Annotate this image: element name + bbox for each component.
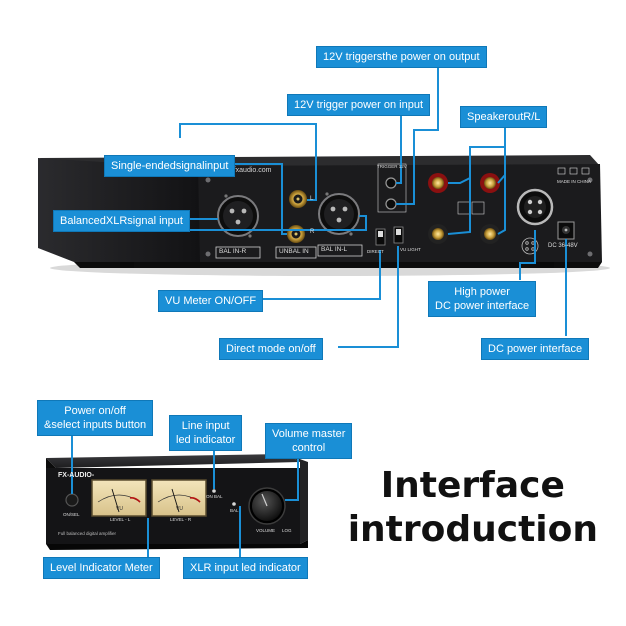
callout-volume-line1: Volume master xyxy=(272,428,346,440)
xlr-input-led xyxy=(232,502,236,506)
channel-l-label: L xyxy=(310,196,314,202)
speaker-post-l-plus xyxy=(480,173,500,193)
front-subtitle: Full balanced digital amplifier xyxy=(58,531,117,536)
on-bal-label: ON BAL xyxy=(206,494,223,499)
xlr-connector-l xyxy=(318,192,360,236)
callout-line-input-line2: led indicator xyxy=(176,434,236,446)
svg-text:VU: VU xyxy=(116,506,123,512)
vu-light-label: VU LIGHT xyxy=(400,247,421,252)
headline-line2: introduction xyxy=(347,509,598,550)
bal-in-r-label: BAL IN-R xyxy=(219,248,247,255)
screw xyxy=(587,177,593,183)
callout-trigger-output: 12V triggersthe power on output xyxy=(316,46,487,68)
callout-volume-line2: control xyxy=(292,442,326,454)
callout-speaker-out: SpeakeroutR/L xyxy=(460,106,548,128)
callout-single-ended: Single-endedsignalinput xyxy=(104,155,236,177)
volume-label: VOLUME xyxy=(256,528,276,533)
level-r-label: LEVEL - R xyxy=(170,517,192,522)
leader-lines xyxy=(71,68,567,557)
vu-meter-left: VU xyxy=(91,479,147,517)
device-foot xyxy=(540,262,554,268)
volume-knob xyxy=(248,487,286,525)
callout-dc-power: DC power interface xyxy=(481,338,590,360)
front-device-top xyxy=(46,454,300,468)
screw xyxy=(587,251,593,257)
front-device-right-side xyxy=(286,454,308,544)
bal-in-l-label: BAL IN-L xyxy=(321,246,348,253)
headline-line1: Interface xyxy=(380,465,565,506)
screw xyxy=(205,177,211,183)
callout-power-line2: &select inputs button xyxy=(44,419,147,431)
speaker-post-r-minus xyxy=(428,224,448,244)
level-l-label: LEVEL - L xyxy=(110,517,131,522)
callout-vu-meter: VU Meter ON/OFF xyxy=(158,290,264,312)
device-foot xyxy=(120,262,134,268)
vu-light-switch xyxy=(393,226,404,244)
high-power-dc-connector xyxy=(516,188,554,226)
callout-level-meter: Level Indicator Meter xyxy=(43,557,160,579)
rca-jack-upper xyxy=(289,190,307,208)
log-label: LOG xyxy=(282,528,292,533)
callout-high-power-dc: High power DC power interface xyxy=(428,281,537,317)
callout-power-button: Power on/off &select inputs button xyxy=(37,400,154,436)
speaker-post-r-plus xyxy=(428,173,448,193)
headline: Interface introduction xyxy=(348,464,598,552)
line-input-led xyxy=(212,489,216,493)
direct-switch xyxy=(375,228,386,246)
xlr-connector-r xyxy=(217,194,259,238)
vu-meter-right: VU xyxy=(151,479,207,517)
callout-power-line1: Power on/off xyxy=(64,405,126,417)
callout-trigger-input: 12V trigger power on input xyxy=(287,94,431,116)
dc-barrel-jack xyxy=(557,221,575,240)
channel-r-label: R xyxy=(310,229,315,235)
trigger-in-jack xyxy=(385,177,397,189)
callout-line-input-led: Line input led indicator xyxy=(169,415,243,451)
callout-volume-control: Volume master control xyxy=(265,423,353,459)
rca-jack-lower xyxy=(287,225,305,243)
callout-high-power-line2: DC power interface xyxy=(435,300,530,312)
svg-text:VU: VU xyxy=(176,506,183,512)
dc-voltage-label: DC 36-48V xyxy=(548,243,578,249)
speaker-post-l-minus xyxy=(480,224,500,244)
callout-xlr-led: XLR input led indicator xyxy=(183,557,308,579)
callout-line-input-line1: Line input xyxy=(181,420,230,432)
made-in-label: MADE IN CHINA xyxy=(557,179,592,184)
screw xyxy=(205,251,211,257)
direct-label: DIRECT xyxy=(367,249,384,254)
bal-label: BAL xyxy=(230,508,239,513)
trigger-label: TRIGGER 12V xyxy=(377,164,407,169)
unbal-in-label: UNBAL IN xyxy=(279,248,309,255)
trigger-out-jack xyxy=(385,198,397,210)
callout-high-power-line1: High power xyxy=(454,286,510,298)
callout-balanced-xlr: BalancedXLRsignal input xyxy=(53,210,190,232)
on-sel-label: ON/SEL xyxy=(63,512,80,517)
power-button-body xyxy=(65,493,79,507)
website-text: www.szfxaudio.com xyxy=(210,167,272,174)
callout-direct-mode: Direct mode on/off xyxy=(219,338,323,360)
brand-label: FX-AUDIO- xyxy=(58,472,95,479)
